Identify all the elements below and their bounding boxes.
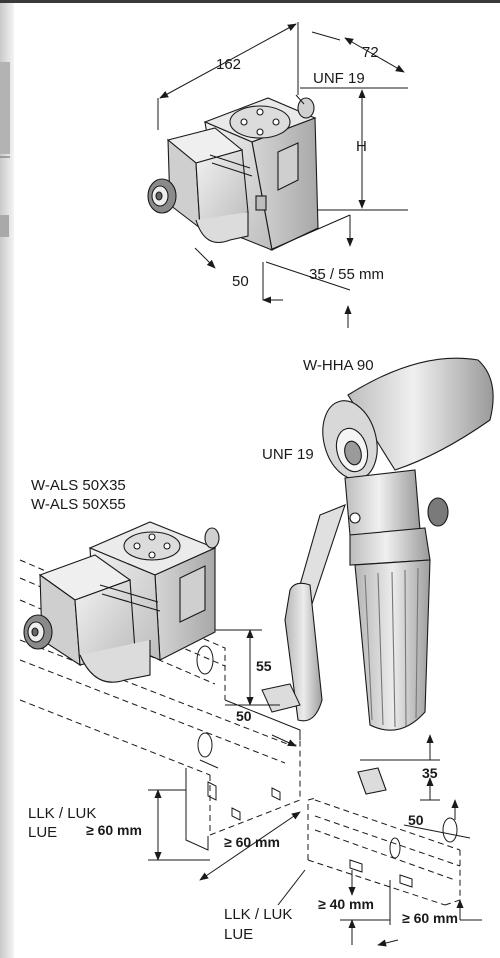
top-dimensions [157,22,408,328]
dim-55-label: 55 [256,658,272,674]
ge60-right-label: ≥ 60 mm [402,910,458,926]
dim-50-top-label: 50 [232,273,249,290]
tray-lue-left: LUE [28,824,58,841]
left-tab [0,62,10,154]
dim-72-label: 72 [362,44,379,61]
clamp-unit-mid [23,521,220,683]
als-50x55-label: W-ALS 50X55 [31,496,126,513]
left-tab-small [0,215,9,237]
dim-35-55-label: 35 / 55 mm [309,266,385,283]
dim-162-label: 162 [216,56,242,73]
tray-llk-luk-left: LLK / LUK [28,805,97,822]
dim-50-right-label: 50 [408,812,424,828]
mid-dimensions [148,629,482,947]
dim-h-label: H [356,138,367,155]
als-50x35-label: W-ALS 50X35 [31,477,126,494]
cable-tray-right [307,797,461,906]
ge40-label: ≥ 40 mm [318,896,374,912]
tray-llk-luk-right: LLK / LUK [224,906,293,923]
clamp-unit-top [147,97,319,251]
top-border [0,0,500,3]
ge60-left-label: ≥ 60 mm [86,822,142,838]
hand-tool [284,357,494,795]
dim-35-label: 35 [422,765,438,781]
tray-lue-right: LUE [224,926,254,943]
ge60-mid-label: ≥ 60 mm [224,834,280,850]
unf-top-label: UNF 19 [313,70,365,87]
left-panel [0,3,14,958]
unf-mid-label: UNF 19 [262,446,314,463]
dim-50-mid-label: 50 [236,708,252,724]
tool-name-label: W-HHA 90 [303,357,374,374]
